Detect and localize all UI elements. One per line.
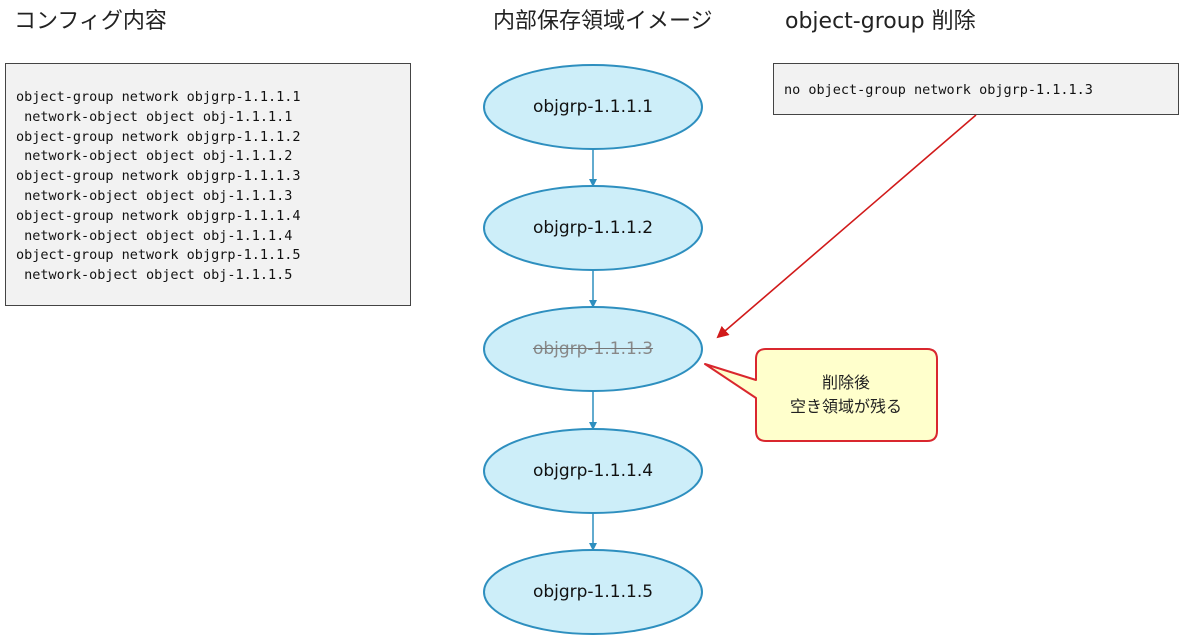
node-label-3-deleted: objgrp-1.1.1.3	[532, 339, 654, 359]
config-line: network-object object obj-1.1.1.5	[16, 267, 293, 284]
config-line: network-object object obj-1.1.1.1	[16, 108, 293, 125]
node-label-1: objgrp-1.1.1.1	[532, 97, 654, 117]
config-line: network-object object obj-1.1.1.3	[16, 187, 293, 204]
callout-bubble	[704, 348, 938, 442]
config-line: network-object object obj-1.1.1.4	[16, 227, 293, 244]
config-line: object-group network objgrp-1.1.1.4	[16, 207, 301, 224]
config-line: object-group network objgrp-1.1.1.2	[16, 128, 301, 145]
delete-command-box: no object-group network objgrp-1.1.1.3	[773, 63, 1179, 115]
config-line: object-group network objgrp-1.1.1.1	[16, 89, 301, 105]
delete-heading: object-group 削除	[785, 9, 976, 34]
config-heading: コンフィグ内容	[14, 9, 167, 34]
delete-command: no object-group network objgrp-1.1.1.3	[784, 82, 1093, 98]
delete-pointer-arrow	[716, 114, 977, 339]
node-label-2: objgrp-1.1.1.2	[532, 218, 654, 238]
config-line: network-object object obj-1.1.1.2	[16, 148, 293, 165]
node-label-5: objgrp-1.1.1.5	[532, 582, 654, 602]
callout-line-2: 空き領域が残る	[789, 397, 902, 416]
config-code-box: object-group network objgrp-1.1.1.1 netw…	[5, 63, 411, 306]
callout-line-1: 削除後	[821, 373, 870, 392]
storage-heading: 内部保存領域イメージ	[493, 9, 713, 34]
node-label-4: objgrp-1.1.1.4	[532, 461, 654, 481]
config-line: object-group network objgrp-1.1.1.5	[16, 247, 301, 264]
config-line: object-group network objgrp-1.1.1.3	[16, 168, 301, 185]
callout-text: 削除後 空き領域が残る	[756, 371, 936, 419]
